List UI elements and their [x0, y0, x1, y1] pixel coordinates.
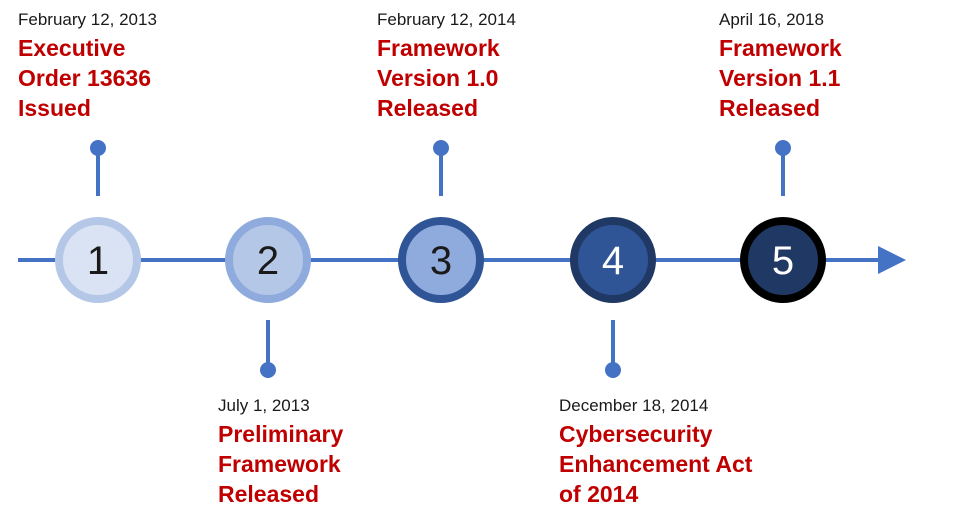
event-title-line: Order 13636	[18, 65, 151, 91]
event-executive-order: February 12, 2013 Executive Order 13636 …	[18, 10, 278, 123]
milestone-2: 2	[225, 217, 311, 303]
event-cybersecurity-act: December 18, 2014 Cybersecurity Enhancem…	[559, 396, 819, 509]
event-title-line: Preliminary	[218, 421, 344, 447]
event-title-line: Version 1.0	[377, 65, 499, 91]
milestone-1: 1	[55, 217, 141, 303]
event-title-line: Framework	[377, 35, 500, 61]
event-title-line: Framework	[719, 35, 842, 61]
event-date: December 18, 2014	[559, 396, 709, 415]
event-title-line: Issued	[18, 95, 91, 121]
event-title-line: Released	[218, 481, 320, 507]
milestone-number: 4	[602, 239, 624, 283]
milestone-5: 5	[740, 217, 826, 303]
event-title-line: Released	[377, 95, 479, 121]
milestone-4: 4	[570, 217, 656, 303]
milestone-number: 2	[257, 239, 279, 283]
event-title-line: Framework	[218, 451, 341, 477]
event-date: July 1, 2013	[218, 396, 310, 415]
event-title: Framework Version 1.1 Released	[719, 33, 960, 123]
event-title: Executive Order 13636 Issued	[18, 33, 278, 123]
event-framework-v1-1: April 16, 2018 Framework Version 1.1 Rel…	[719, 10, 960, 123]
milestone-number: 1	[87, 239, 109, 283]
milestone-number: 3	[430, 239, 452, 283]
dot-icon	[433, 140, 449, 156]
event-title-line: Released	[719, 95, 821, 121]
event-title: Framework Version 1.0 Released	[377, 33, 637, 123]
dot-icon	[605, 362, 621, 378]
dot-icon	[90, 140, 106, 156]
milestone-number: 5	[772, 239, 794, 283]
event-date: February 12, 2013	[18, 10, 157, 29]
event-title: Preliminary Framework Released	[218, 419, 478, 509]
event-framework-v1-0: February 12, 2014 Framework Version 1.0 …	[377, 10, 637, 123]
arrow-right-icon	[878, 246, 906, 274]
dot-icon	[775, 140, 791, 156]
event-title: Cybersecurity Enhancement Act of 2014	[559, 419, 819, 509]
dot-icon	[260, 362, 276, 378]
milestone-3: 3	[398, 217, 484, 303]
event-title-line: Cybersecurity	[559, 421, 713, 447]
event-date: April 16, 2018	[719, 10, 824, 29]
event-title-line: of 2014	[559, 481, 639, 507]
event-title-line: Executive	[18, 35, 126, 61]
event-title-line: Version 1.1	[719, 65, 841, 91]
event-date: February 12, 2014	[377, 10, 516, 29]
event-title-line: Enhancement Act	[559, 451, 753, 477]
event-preliminary-framework: July 1, 2013 Preliminary Framework Relea…	[218, 396, 478, 509]
